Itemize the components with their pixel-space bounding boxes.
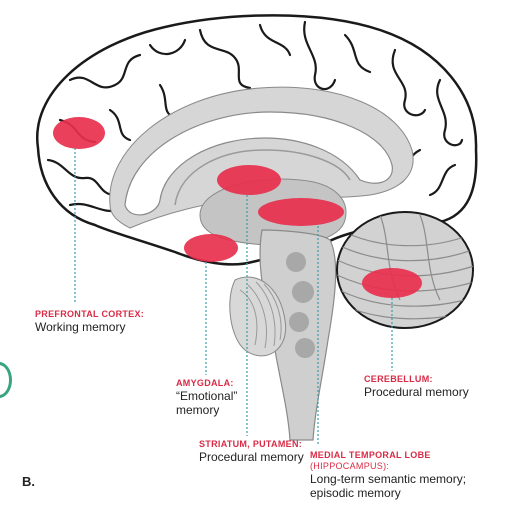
highlight-cerebellum [362, 268, 422, 298]
region-desc-prefrontal: Working memory [35, 319, 126, 334]
highlight-amygdala [184, 234, 238, 262]
region-name-striatum: STRIATUM, PUTAMEN: [199, 439, 303, 449]
highlight-prefrontal [53, 117, 105, 149]
pons-striations [239, 281, 282, 349]
highlight-regions [53, 117, 422, 298]
panel-label: B. [22, 474, 35, 489]
highlight-medial-temporal [258, 198, 344, 226]
brainstem-nuclei [286, 252, 315, 358]
region-name-medial-temporal-main: MEDIAL TEMPORAL LOBE [310, 450, 431, 460]
region-desc-amygdala-line2: memory [176, 403, 220, 418]
region-desc-cerebellum: Procedural memory [364, 384, 469, 399]
region-desc-medial-temporal-line2: episodic memory [310, 485, 401, 500]
region-desc-amygdala-line1: “Emotional” [176, 388, 238, 403]
region-name-cerebellum: CEREBELLUM: [364, 374, 433, 384]
corpus-callosum [124, 111, 393, 216]
label-cerebellum: CEREBELLUM: Procedural memory [364, 374, 469, 399]
corpus-callosum-inner [174, 149, 351, 206]
label-medial-temporal: MEDIAL TEMPORAL LOBE (HIPPOCAMPUS): Long… [310, 450, 509, 500]
region-desc-medial-temporal-line1: Long-term semantic memory; [310, 471, 467, 486]
leader-lines [74, 148, 393, 445]
highlight-striatum [217, 165, 281, 195]
pons [229, 276, 287, 357]
label-amygdala: AMYGDALA: “Emotional” memory [176, 378, 237, 418]
region-name-medial-temporal-extra: (HIPPOCAMPUS): [310, 460, 390, 471]
region-name-prefrontal: PREFRONTAL CORTEX: [35, 309, 145, 319]
region-name-amygdala: AMYGDALA: [176, 378, 234, 388]
label-striatum: STRIATUM, PUTAMEN: Procedural memory [199, 439, 304, 464]
label-prefrontal: PREFRONTAL CORTEX: Working memory [35, 309, 144, 334]
region-desc-striatum: Procedural memory [199, 449, 304, 464]
region-name-medial-temporal: MEDIAL TEMPORAL LOBE (HIPPOCAMPUS): [310, 450, 509, 472]
